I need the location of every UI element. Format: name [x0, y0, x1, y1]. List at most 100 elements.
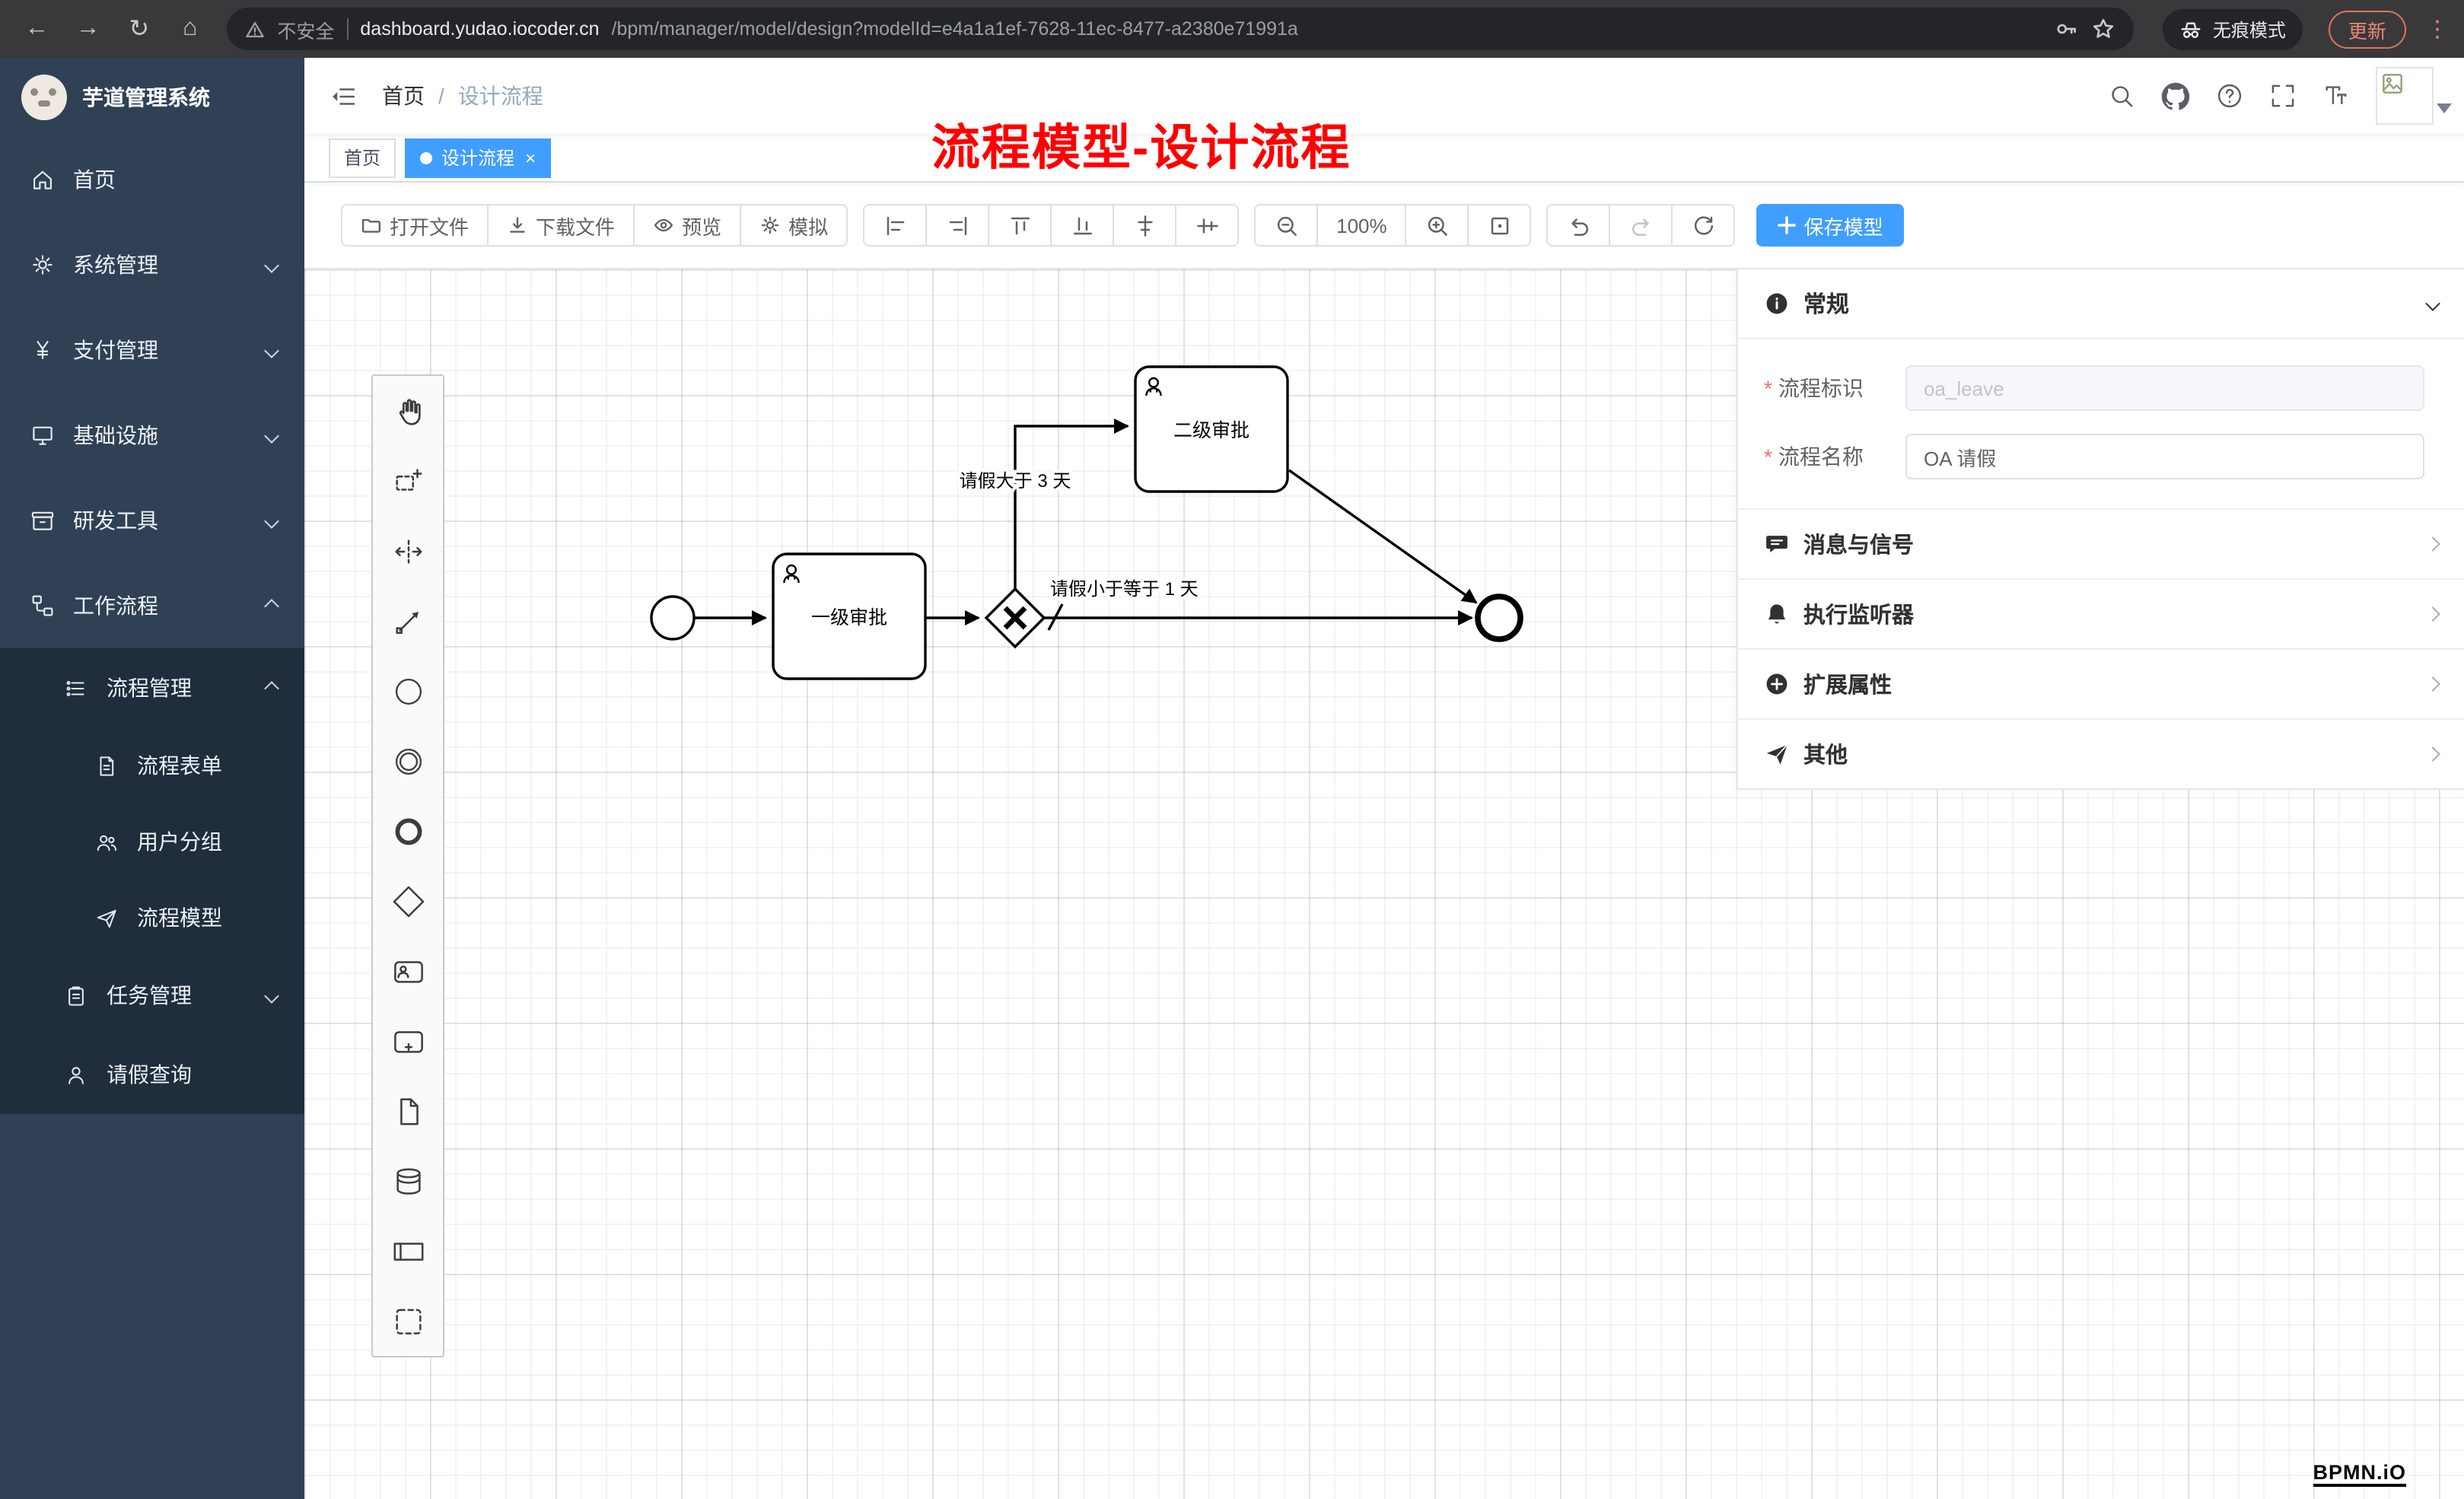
flow-task2-to-end[interactable]	[1288, 469, 1478, 604]
palette-data-store[interactable]	[373, 1146, 443, 1216]
sidebar-item-workflow[interactable]: 工作流程	[0, 563, 304, 648]
button-label: 打开文件	[390, 215, 470, 238]
palette-participant[interactable]	[373, 1216, 443, 1286]
zoom-out-button[interactable]	[1254, 204, 1319, 247]
help-icon[interactable]	[2216, 82, 2243, 110]
palette-user-task[interactable]	[373, 936, 443, 1006]
update-button[interactable]: 更新	[2328, 10, 2406, 48]
undo-button[interactable]	[1546, 204, 1611, 247]
user-task-level1[interactable]: 一级审批	[772, 552, 927, 680]
bpmn-canvas[interactable]: 一级审批 请假大于 3 天 二级审批 请假	[304, 268, 2464, 1499]
required-mark: *	[1764, 376, 1772, 400]
plus-circle-icon	[1766, 673, 1788, 695]
align-right-button[interactable]	[925, 204, 990, 247]
chevron-right-icon	[2425, 536, 2440, 552]
sidebar-item-label: 工作流程	[73, 594, 158, 618]
github-icon[interactable]	[2161, 81, 2190, 110]
bookmark-star-icon[interactable]	[2091, 17, 2115, 41]
home-icon[interactable]: ⌂	[183, 15, 198, 41]
palette-end-event[interactable]	[373, 796, 443, 866]
warning-icon	[246, 21, 265, 37]
clipboard-icon	[68, 985, 84, 1005]
properties-panel: 常规 *流程标识 *流程名称 消息与信号 执行监听器	[1737, 269, 2464, 790]
sidebar-item-label: 首页	[73, 167, 116, 192]
end-event[interactable]	[1475, 594, 1523, 642]
palette-subprocess[interactable]	[373, 1006, 443, 1076]
sidebar-item-system[interactable]: 系统管理	[0, 222, 304, 307]
flow-gateway-to-task2[interactable]	[1014, 419, 1129, 589]
breadcrumb-home[interactable]: 首页	[382, 84, 425, 108]
flow-gt-label[interactable]: 请假大于 3 天	[957, 468, 1074, 495]
sidebar-item-user-group[interactable]: 用户分组	[0, 804, 304, 880]
tab-home[interactable]: 首页	[329, 138, 396, 177]
sidebar-item-infra[interactable]: 基础设施	[0, 393, 304, 478]
sidebar-item-home[interactable]: 首页	[0, 137, 304, 222]
general-section-header[interactable]: 常规	[1738, 269, 2464, 339]
sidebar-item-devtools[interactable]: 研发工具	[0, 478, 304, 563]
zoom-reset-button[interactable]	[1467, 204, 1532, 247]
palette-intermediate-event[interactable]	[373, 726, 443, 796]
browser-menu-icon[interactable]: ⋮	[2425, 17, 2449, 43]
palette-global-connect-tool[interactable]	[373, 586, 443, 656]
zoom-in-icon	[1428, 215, 1447, 235]
reload-icon[interactable]: ↻	[129, 17, 150, 43]
palette-group[interactable]	[373, 1286, 443, 1356]
align-top-button[interactable]	[988, 204, 1052, 247]
sidebar-item-task-mgmt[interactable]: 任务管理	[0, 956, 304, 1035]
save-model-button[interactable]: 保存模型	[1756, 204, 1905, 247]
align-left-button[interactable]	[863, 204, 928, 247]
chevron-up-icon	[264, 598, 279, 613]
section-other[interactable]: 其他	[1738, 718, 2464, 788]
tab-close-icon[interactable]: ×	[525, 147, 536, 168]
key-icon[interactable]	[2055, 17, 2079, 41]
search-icon[interactable]	[2108, 82, 2135, 110]
redo-button[interactable]	[1609, 204, 1673, 247]
bpmn-io-logo[interactable]: BPMN.iO	[2313, 1461, 2406, 1487]
lasso-tool-icon	[395, 468, 422, 490]
align-center-v-button[interactable]	[1175, 204, 1240, 247]
section-execution-listener[interactable]: 执行监听器	[1738, 578, 2464, 648]
align-center-h-button[interactable]	[1113, 204, 1177, 247]
sidebar-item-label: 用户分组	[137, 829, 222, 854]
preview-button[interactable]: 预览	[633, 204, 742, 247]
palette-gateway[interactable]	[373, 866, 443, 936]
sidebar-item-process-model[interactable]: 流程模型	[0, 880, 304, 956]
zoom-in-button[interactable]	[1405, 204, 1469, 247]
redo-icon	[1632, 218, 1649, 235]
sidebar-item-process-mgmt[interactable]: 流程管理	[0, 648, 304, 727]
palette-start-event[interactable]	[373, 656, 443, 726]
sidebar-item-leave-query[interactable]: 请假查询	[0, 1035, 304, 1114]
palette-space-tool[interactable]	[373, 516, 443, 586]
breadcrumb-separator: /	[438, 84, 444, 108]
flow-le-label[interactable]: 请假小于等于 1 天	[1047, 576, 1202, 603]
sidebar-item-process-form[interactable]: 流程表单	[0, 727, 304, 804]
avatar[interactable]	[2376, 67, 2452, 125]
download-file-button[interactable]: 下载文件	[487, 204, 635, 247]
palette-data-object[interactable]	[373, 1076, 443, 1146]
sidebar-toggle-icon[interactable]	[304, 81, 382, 110]
tab-design-process[interactable]: 设计流程 ×	[405, 138, 552, 177]
process-name-input[interactable]	[1905, 434, 2424, 479]
user-task-level2[interactable]: 二级审批	[1134, 365, 1289, 493]
fullscreen-icon[interactable]	[2269, 82, 2297, 110]
back-icon[interactable]: ←	[24, 15, 49, 41]
simulate-button[interactable]: 模拟	[740, 204, 848, 247]
process-key-input[interactable]	[1905, 365, 2424, 411]
refresh-icon	[1694, 215, 1713, 234]
forward-icon[interactable]: →	[75, 15, 100, 41]
address-bar[interactable]: 不安全 dashboard.yudao.iocoder.cn/bpm/manag…	[227, 8, 2134, 50]
sidebar-item-payment[interactable]: 支付管理	[0, 307, 304, 393]
palette-lasso-tool[interactable]	[373, 446, 443, 516]
required-mark: *	[1764, 444, 1772, 469]
open-file-button[interactable]: 打开文件	[341, 204, 489, 247]
section-message-signal[interactable]: 消息与信号	[1738, 508, 2464, 578]
exclusive-gateway[interactable]	[984, 587, 1046, 649]
font-size-icon[interactable]	[2322, 82, 2350, 110]
align-bottom-button[interactable]	[1050, 204, 1115, 247]
section-extended-attrs[interactable]: 扩展属性	[1738, 648, 2464, 718]
workflow-submenu: 流程管理 流程表单 用户分组 流程模型 任务管理 请假	[0, 648, 304, 1114]
restart-button[interactable]	[1671, 204, 1736, 247]
start-event[interactable]	[650, 595, 696, 641]
workflow-icon	[32, 595, 53, 616]
palette-hand-tool[interactable]	[373, 376, 443, 446]
